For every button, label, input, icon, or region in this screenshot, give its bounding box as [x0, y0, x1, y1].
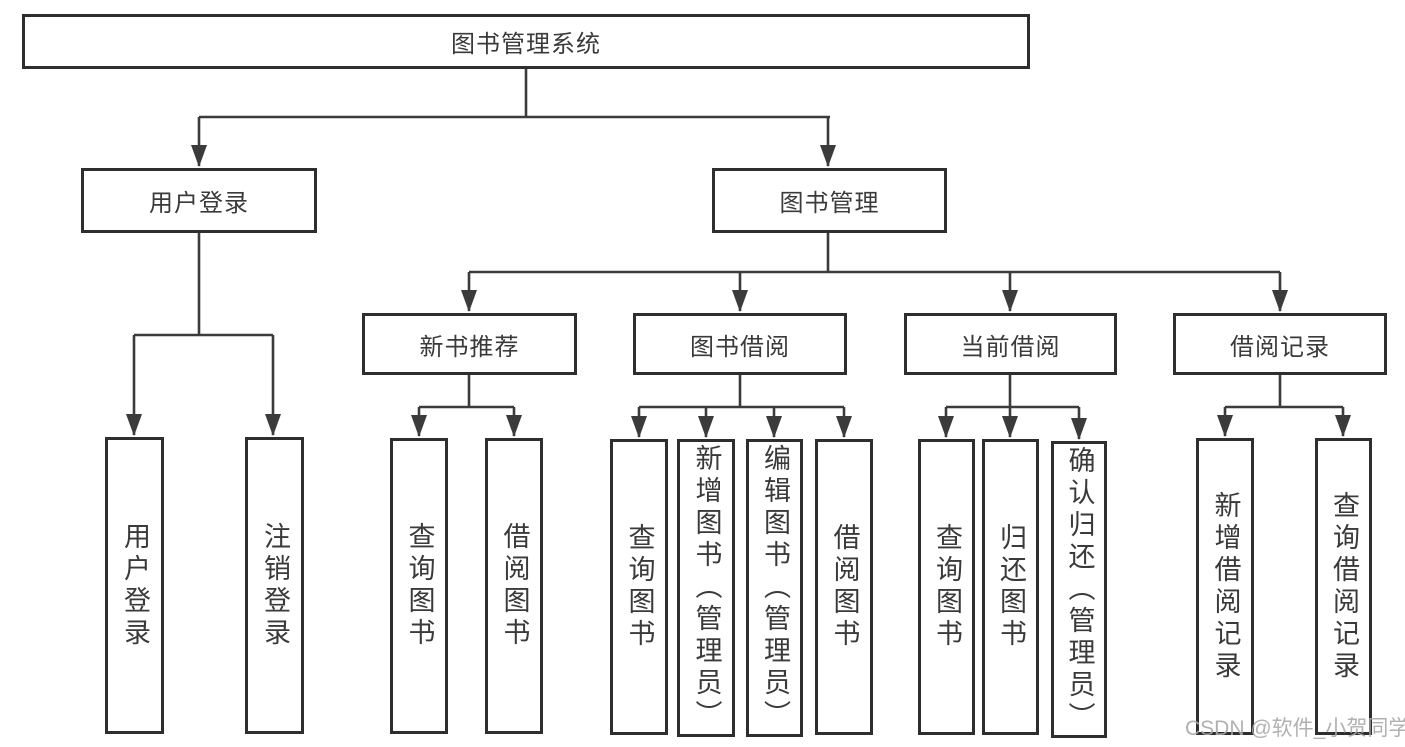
node-leaf-current-return-books: 归还图书: [982, 439, 1039, 735]
node-leaf-records-query-record: 查询借阅记录: [1315, 438, 1372, 735]
node-user-login-branch: 用户登录: [81, 168, 317, 233]
node-leaf-borrowing-query-books: 查询图书: [610, 439, 668, 735]
node-book-borrowing: 图书借阅: [633, 313, 847, 375]
node-leaf-current-query-books: 查询图书: [918, 439, 975, 735]
node-book-management-branch: 图书管理: [712, 168, 947, 233]
node-borrowing-records: 借阅记录: [1173, 313, 1387, 375]
csdn-watermark: CSDN @软件_小贺同学: [1185, 717, 1405, 740]
node-leaf-user-login: 用户登录: [105, 437, 164, 734]
node-leaf-current-confirm-return-admin: 确认归还（管理员）: [1051, 441, 1107, 738]
node-leaf-records-add-record: 新增借阅记录: [1196, 438, 1254, 735]
node-leaf-borrowing-borrow-books: 借阅图书: [815, 439, 873, 735]
node-leaf-recommend-borrow-books: 借阅图书: [485, 438, 543, 734]
node-leaf-borrowing-edit-books-admin: 编辑图书（管理员）: [746, 439, 803, 737]
node-leaf-logout: 注销登录: [245, 437, 304, 734]
node-current-borrowing: 当前借阅: [904, 313, 1117, 375]
node-leaf-recommend-query-books: 查询图书: [390, 438, 448, 734]
node-new-book-recommend: 新书推荐: [362, 313, 577, 375]
node-leaf-borrowing-add-books-admin: 新增图书（管理员）: [677, 439, 735, 737]
node-root-library-system: 图书管理系统: [22, 14, 1030, 69]
